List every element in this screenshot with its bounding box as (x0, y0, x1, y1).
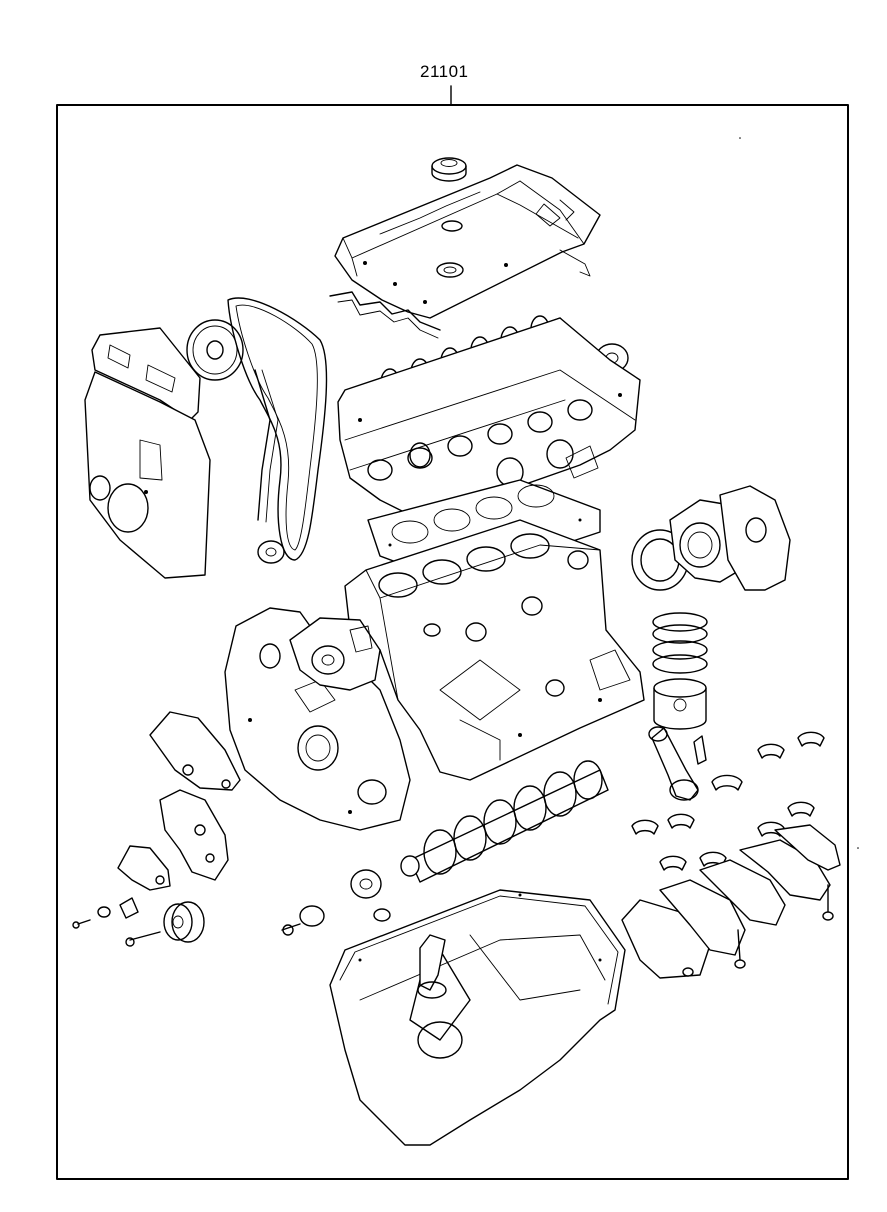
scan-specks (739, 137, 859, 849)
piston-rings (652, 612, 708, 674)
cylinder-block (344, 519, 645, 781)
oil-pan (329, 889, 626, 1146)
timing-belt (227, 297, 328, 561)
timing-belt-cover-lower (84, 371, 211, 579)
rear-plate (719, 485, 791, 591)
oil-strainer (417, 934, 447, 999)
cylinder-head-cover (334, 164, 601, 319)
connecting-rod (648, 726, 707, 801)
water-pump (289, 617, 381, 691)
part-number-label: 21101 (420, 62, 469, 81)
bolt-and-washer-set-left (72, 897, 325, 947)
engine-mount-bracket-lower (159, 789, 229, 881)
timing-belt-cover-upper (91, 327, 201, 421)
engine-mount-bracket-small (117, 845, 171, 891)
frame-border (56, 85, 849, 1180)
main-bearing-caps (621, 824, 841, 979)
main-bearing-cap-bolts (682, 884, 834, 977)
oil-filler-cap (431, 157, 467, 182)
engine-mount-bracket-upper (149, 711, 241, 791)
piston (653, 678, 707, 730)
head-cover-gasket (329, 291, 441, 339)
connecting-rod-bearings (711, 731, 825, 791)
oil-pump-front-case (224, 607, 411, 831)
crankshaft (400, 760, 609, 883)
crankshaft-pulley (350, 869, 391, 922)
main-bearings (631, 801, 815, 871)
crankshaft-timing-sprocket (257, 540, 285, 564)
cylinder-head (337, 317, 641, 521)
tensioner-pulley (163, 901, 205, 943)
camshaft-sprocket (186, 319, 244, 381)
